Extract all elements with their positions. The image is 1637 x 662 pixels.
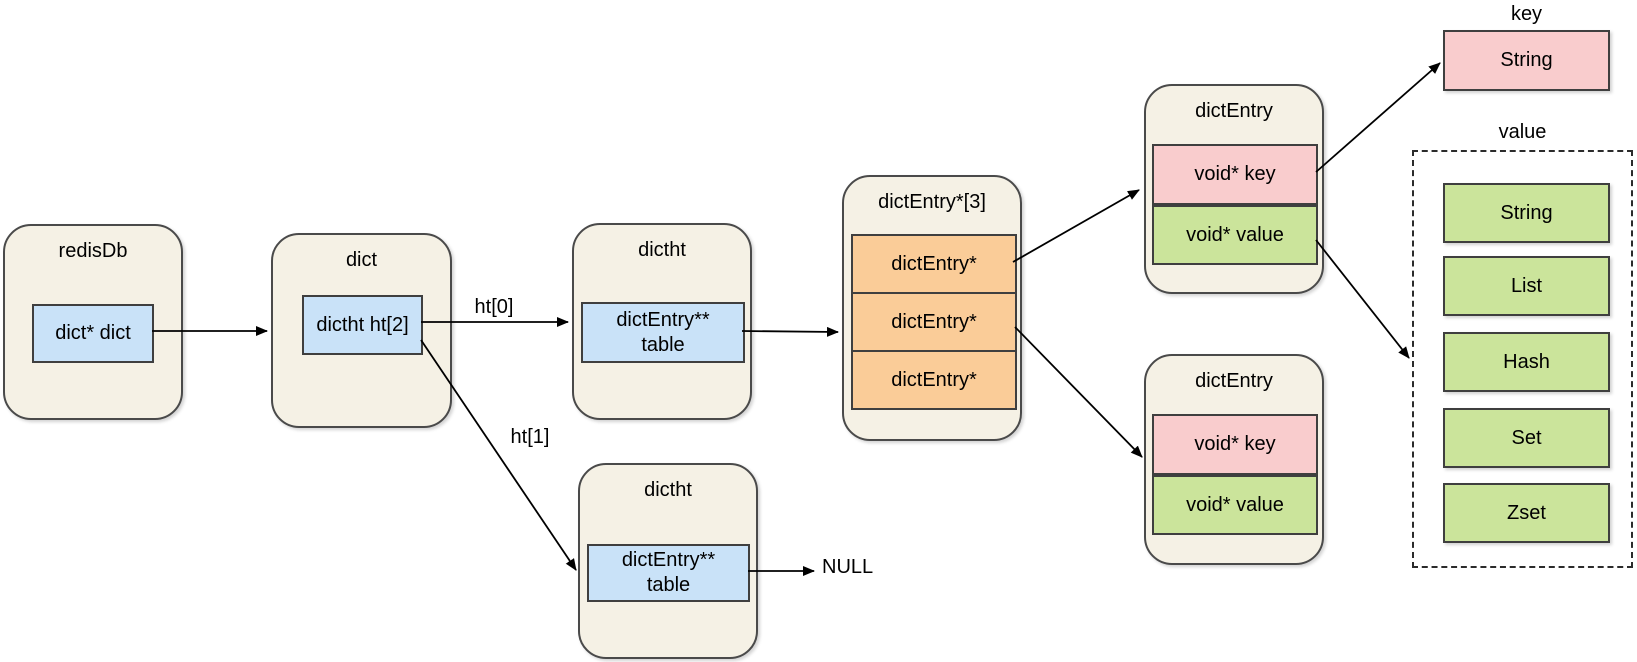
value-group-label: value (1498, 121, 1547, 143)
node-dictht-bottom: dictht dictEntry** table (578, 463, 758, 659)
key-group-label: key (1510, 3, 1543, 25)
field-dict-pointer: dict* dict (32, 304, 154, 363)
node-dictht-top: dictht dictEntry** table (572, 223, 752, 420)
node-dict: dict dictht ht[2] (271, 233, 452, 428)
array-cell: dictEntry* (851, 292, 1017, 352)
arrow-cell0-to-dictentry-top (1012, 189, 1140, 263)
node-redisdb: redisDb dict* dict (3, 224, 183, 420)
field-void-value: void* value (1152, 475, 1318, 535)
field-table-pointer: dictEntry** table (581, 302, 745, 363)
field-label-line1: dictEntry** (616, 308, 710, 331)
edge-label-ht0: ht[0] (474, 296, 514, 318)
field-label-line2: table (641, 333, 685, 356)
node-title: dictEntry (1195, 100, 1273, 122)
node-dictentry-bottom: dictEntry void* key void* value (1144, 354, 1324, 565)
node-title: dict (345, 249, 378, 271)
field-dictht-array: dictht ht[2] (302, 295, 423, 355)
value-type-box: Hash (1443, 332, 1610, 392)
value-type-box: Set (1443, 408, 1610, 468)
null-label: NULL (822, 556, 874, 578)
field-label-line1: dictEntry** (621, 549, 716, 571)
node-title: dictht (638, 239, 686, 261)
node-title: dictEntry*[3] (878, 191, 986, 213)
value-group-box: String List Hash Set Zset (1412, 150, 1633, 568)
arrow-value-to-valuegroup (1315, 239, 1410, 359)
field-label: dict* dict (55, 322, 131, 344)
array-cell: dictEntry* (851, 234, 1017, 294)
dictentry-pointer-stack: dictEntry* dictEntry* dictEntry* (851, 234, 1017, 410)
field-table-pointer: dictEntry** table (587, 544, 750, 602)
value-type-box: String (1443, 183, 1610, 243)
field-label: void* value (1186, 493, 1284, 516)
field-void-key: void* key (1152, 414, 1318, 475)
key-string-box: String (1443, 30, 1610, 91)
node-title: redisDb (58, 240, 128, 262)
value-type-box: Zset (1443, 483, 1610, 543)
node-dictentry-array: dictEntry*[3] dictEntry* dictEntry* dict… (842, 175, 1022, 441)
node-title: dictEntry (1195, 370, 1273, 392)
field-void-value: void* value (1152, 205, 1318, 265)
box-label: String (1500, 49, 1553, 71)
arrow-table-to-array (741, 326, 839, 337)
node-dictentry-top: dictEntry void* key void* value (1144, 84, 1324, 294)
node-title: dictht (644, 479, 692, 501)
array-cell: dictEntry* (851, 350, 1017, 410)
field-void-key: void* key (1152, 144, 1318, 205)
field-label: void* key (1194, 433, 1276, 455)
field-label: void* value (1186, 223, 1284, 246)
edge-label-ht1: ht[1] (510, 426, 550, 448)
arrow-cell1-to-dictentry-bottom (1014, 326, 1143, 458)
field-label: dictht ht[2] (316, 313, 409, 336)
value-type-box: List (1443, 256, 1610, 316)
field-label-line2: table (646, 574, 691, 596)
field-label: void* key (1194, 163, 1276, 185)
